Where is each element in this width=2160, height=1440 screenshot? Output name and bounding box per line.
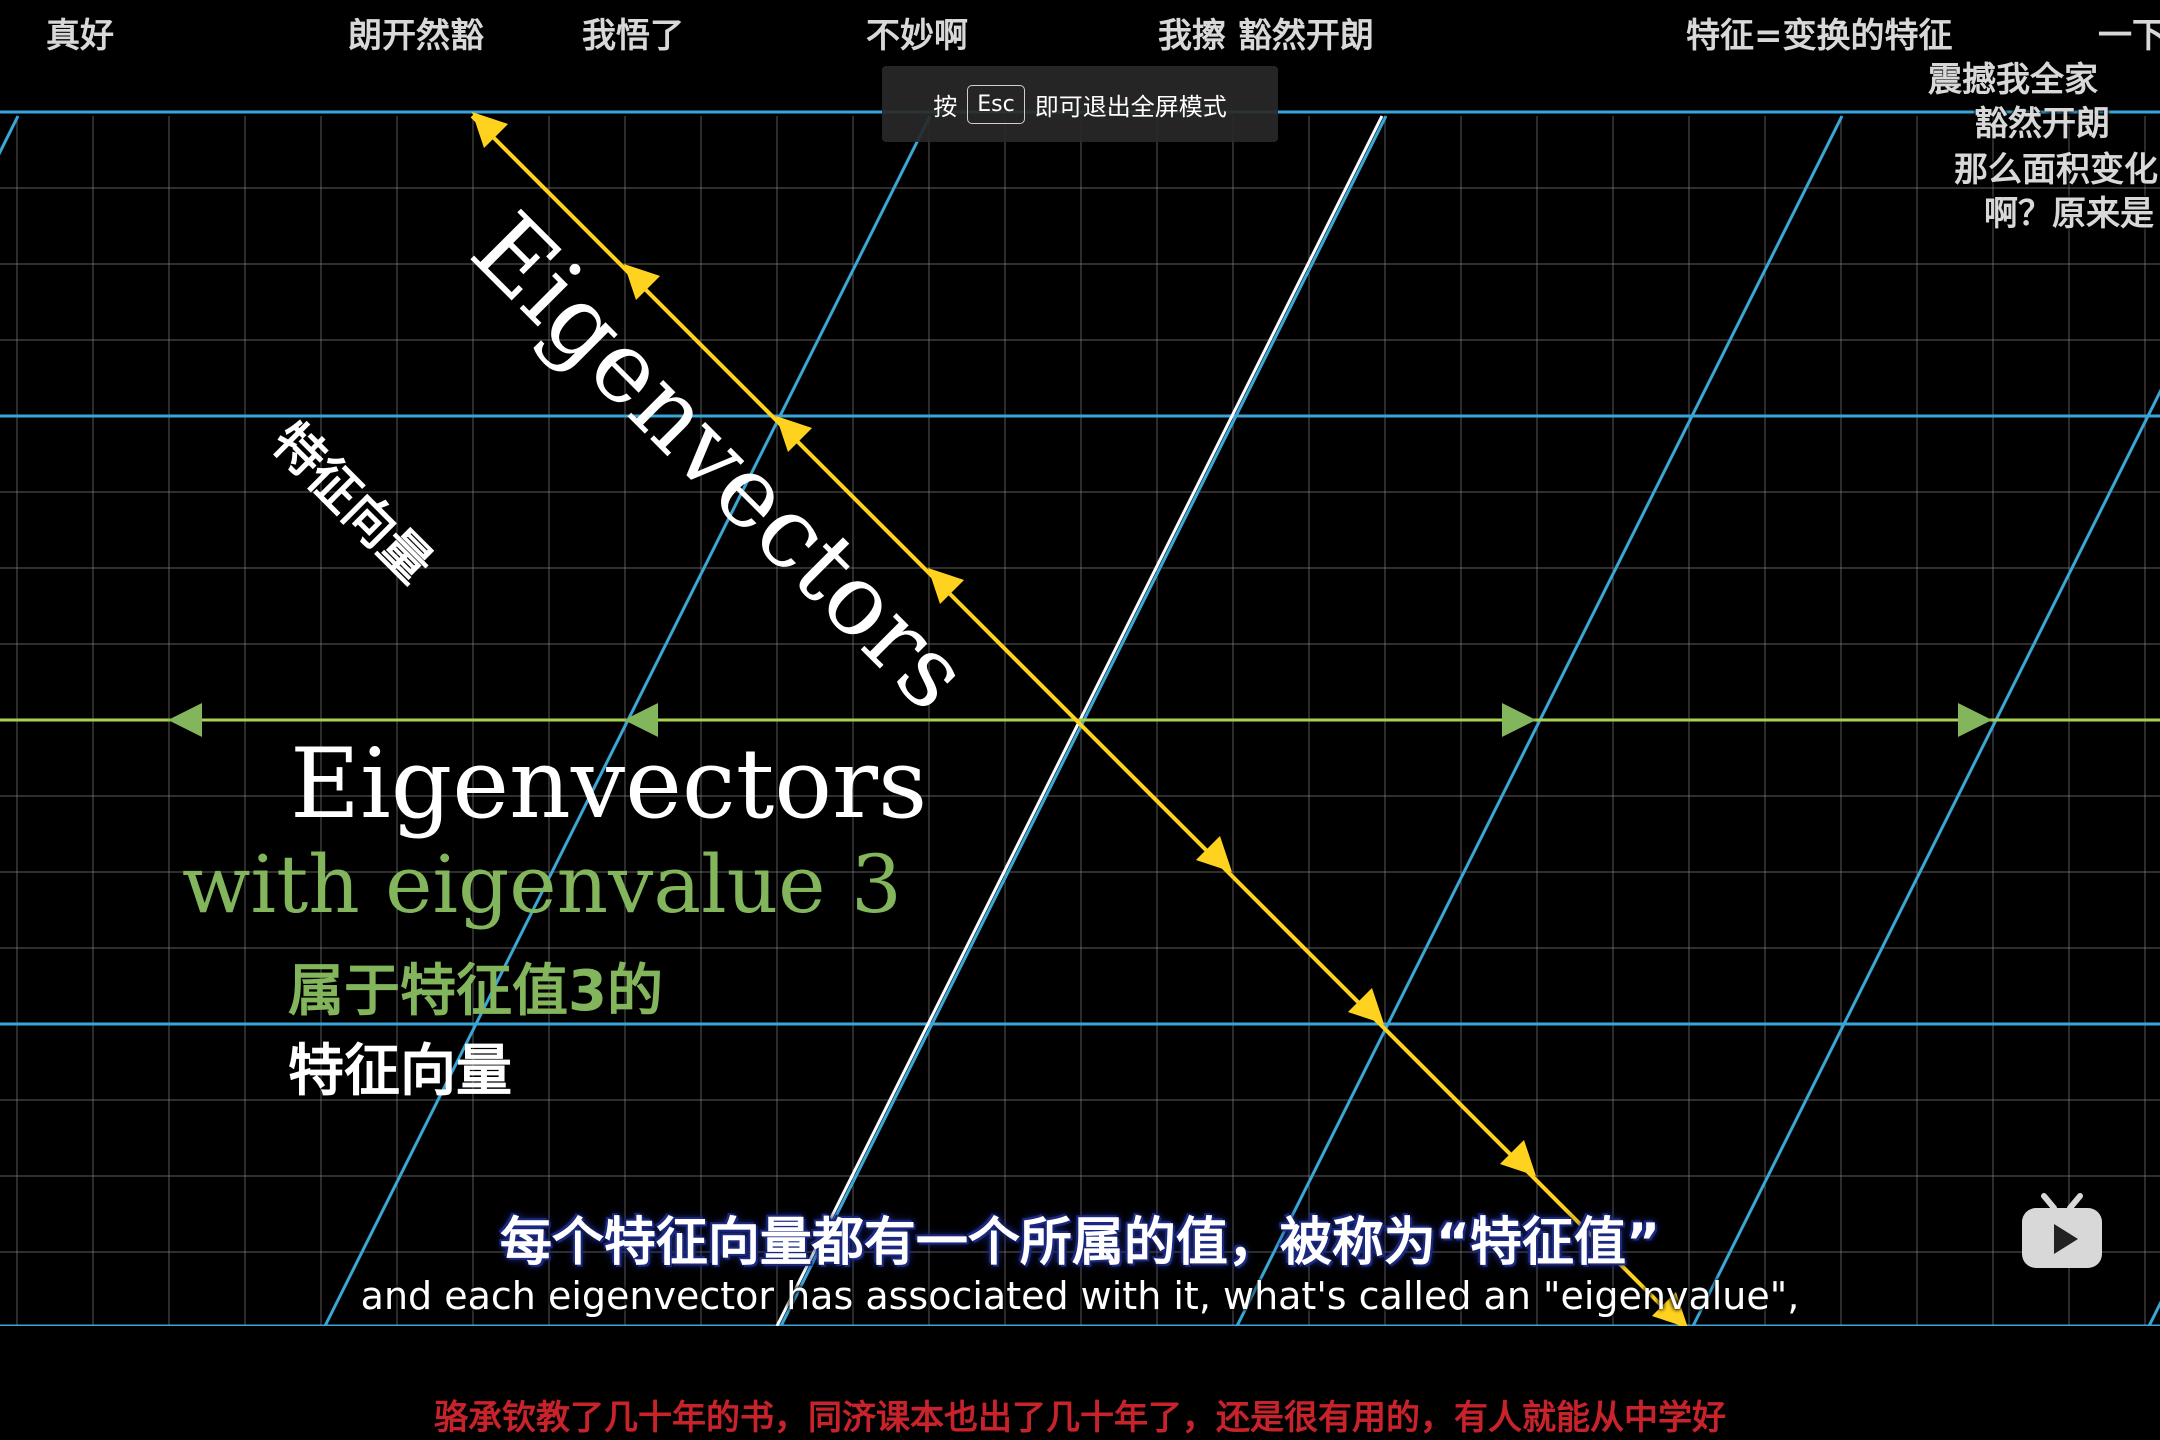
- danmaku-comment: 不妙啊: [866, 16, 968, 56]
- danmaku-comment: 特征=变换的特征: [1686, 16, 1953, 56]
- subtitle-chinese: 每个特征向量都有一个所属的值，被称为“特征值”: [499, 1213, 1661, 1273]
- danmaku-comment: 朗开然豁: [348, 16, 484, 56]
- danmaku-comment: 我悟了: [582, 16, 684, 56]
- bilibili-tv-icon[interactable]: [2020, 1192, 2104, 1272]
- scrolling-comment: 骆承钦教了几十年的书，同济课本也出了几十年了，还是很有用的，有人就能从中学好: [434, 1398, 1726, 1438]
- yellow-eigenvector-arrowhead: [928, 568, 965, 605]
- subtitle-english: and each eigenvector has associated with…: [360, 1274, 1800, 1318]
- danmaku-comment: 啊？原来是: [1984, 194, 2154, 234]
- green-eigenvectors: [168, 703, 1992, 737]
- danmaku-comment: 我擦 豁然开朗: [1158, 16, 1374, 56]
- eigenvalue-cn-line1: 属于特征值3的: [288, 959, 663, 1024]
- danmaku-comment: 那么面积变化: [1954, 150, 2158, 190]
- esc-hint-prefix: 按: [933, 92, 958, 121]
- yellow-eigenvector-arrowhead: [624, 264, 661, 301]
- diagonal-eigen-line: [470, 114, 1685, 1326]
- yellow-eigenvector-arrowhead: [1651, 1291, 1688, 1326]
- yellow-eigenvector-arrowhead: [776, 416, 813, 453]
- yellow-eigenvectors: [472, 112, 1688, 1326]
- eigenvectors-title: Eigenvectors: [290, 728, 928, 840]
- green-eigenvector-arrowhead: [168, 703, 202, 737]
- esc-hint-suffix: 即可退出全屏模式: [1034, 92, 1227, 121]
- comment-bar: [0, 1326, 2160, 1440]
- yellow-eigenvector-arrowhead: [1499, 1139, 1536, 1176]
- green-eigenvector-arrowhead: [1958, 703, 1992, 737]
- yellow-eigenvector-arrowhead: [1195, 835, 1232, 872]
- green-eigenvector-arrowhead: [1502, 703, 1536, 737]
- danmaku-comment: 真好: [46, 16, 114, 56]
- linear-transform-plane: [0, 110, 2160, 1326]
- green-eigenvector-arrowhead: [624, 703, 658, 737]
- esc-key-icon: Esc: [967, 84, 1025, 124]
- exit-fullscreen-hint: 按 Esc 即可退出全屏模式: [882, 66, 1278, 142]
- danmaku-comment: 震撼我全家: [1928, 60, 2098, 100]
- yellow-eigenvector-arrowhead: [472, 112, 509, 149]
- yellow-eigenvector-arrowhead: [1347, 987, 1384, 1024]
- eigenvalue-cn-line2: 特征向量: [288, 1039, 512, 1104]
- danmaku-comment: 一下: [2098, 16, 2160, 56]
- danmaku-comment: 豁然开朗: [1974, 104, 2110, 144]
- eigenvalue-subtitle: with eigenvalue 3: [182, 838, 902, 931]
